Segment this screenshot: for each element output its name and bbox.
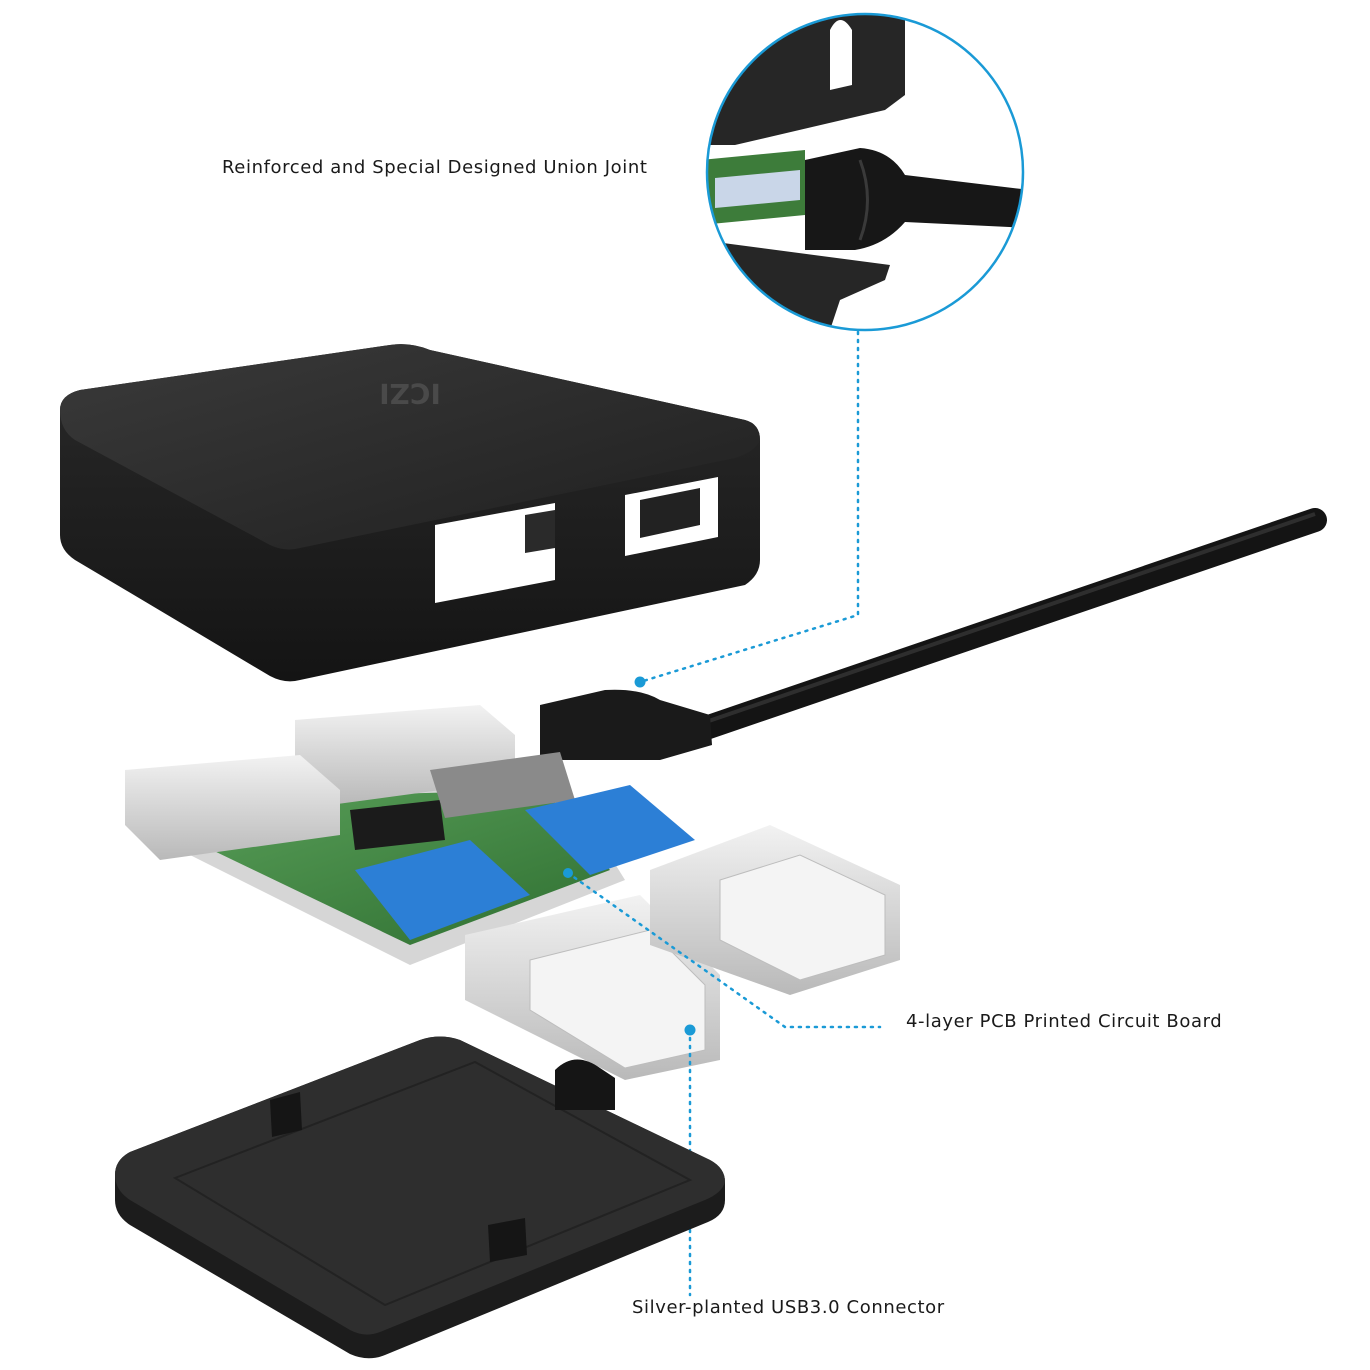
callout-union-joint: Reinforced and Special Designed Union Jo…: [222, 157, 648, 178]
callout-pcb: 4-layer PCB Printed Circuit Board: [906, 1011, 1223, 1032]
callout-connector: Silver-planted USB3.0 Connector: [632, 1297, 945, 1318]
leader-dot-pcb: [563, 868, 573, 878]
pcb-board: [125, 705, 695, 965]
leader-pcb: [566, 871, 882, 1029]
leader-union-joint: [638, 330, 860, 684]
brand-logo: ICZI: [379, 377, 441, 410]
leader-dot-connector: [684, 1024, 696, 1036]
union-joint-magnifier: [705, 12, 1025, 332]
hub-bottom-plate: [115, 1036, 725, 1359]
leader-dot-union: [634, 676, 646, 688]
usb-port: [465, 825, 900, 1080]
hub-top-housing: ICZI: [60, 344, 760, 682]
usb-cable: [540, 508, 1327, 760]
